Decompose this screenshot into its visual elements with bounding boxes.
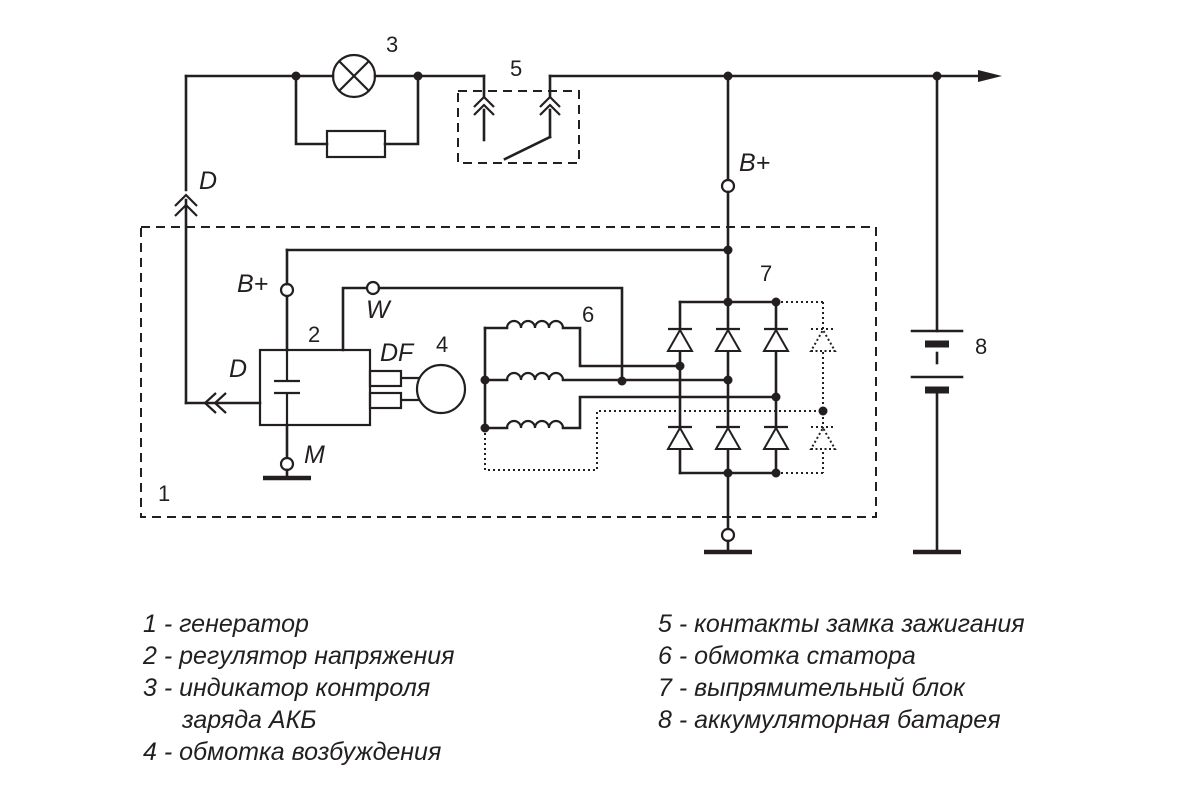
label-d-reg: D — [229, 355, 247, 383]
label-6: 6 — [582, 302, 594, 327]
diode — [666, 425, 694, 450]
legend-item-7: 7 - выпрямительный блок — [658, 674, 966, 702]
top-wire-lamp-branch — [184, 71, 486, 192]
legend-item-3: 3 - индикатор контроля — [143, 674, 430, 702]
b-plus-terminal — [720, 178, 736, 194]
diode — [762, 327, 790, 352]
label-m: M — [304, 441, 325, 469]
diode — [714, 425, 742, 450]
legend-item-8: 8 - аккумуляторная батарея — [658, 706, 1001, 734]
stator-winding — [480, 319, 823, 471]
label-df: DF — [380, 339, 415, 367]
diode — [809, 425, 837, 450]
resistor — [325, 129, 387, 159]
label-w: W — [366, 296, 392, 324]
label-b-plus-reg: B+ — [237, 270, 268, 298]
label-8: 8 — [975, 334, 987, 359]
label-2: 2 — [308, 322, 320, 347]
legend-item-5: 5 - контакты замка зажигания — [658, 610, 1025, 638]
label-5: 5 — [510, 56, 522, 81]
diode — [714, 327, 742, 352]
legend-item-6: 6 - обмотка статора — [658, 642, 916, 670]
legend-item-1: 1 - генератор — [143, 610, 309, 638]
rectifier-block — [666, 297, 837, 555]
diode — [666, 327, 694, 352]
legend: 1 - генератор 2 - регулятор напряжения 3… — [142, 610, 1025, 766]
battery — [910, 329, 964, 555]
label-d-top: D — [199, 167, 217, 195]
excitation-winding — [368, 363, 467, 415]
diode — [762, 425, 790, 450]
positive-bus — [548, 70, 1002, 333]
label-4: 4 — [436, 332, 448, 357]
generator-boundary — [140, 226, 877, 518]
label-1: 1 — [158, 481, 170, 506]
legend-item-4: 4 - обмотка возбуждения — [143, 738, 441, 766]
d-connector-top — [174, 193, 198, 405]
legend-item-2: 2 - регулятор напряжения — [142, 642, 454, 670]
ignition-switch-contacts — [457, 74, 580, 164]
label-3: 3 — [386, 32, 398, 57]
label-7: 7 — [760, 261, 772, 286]
label-b-plus-top: B+ — [739, 149, 770, 177]
voltage-regulator — [184, 245, 733, 481]
charge-indicator-lamp — [331, 53, 377, 99]
legend-item-3-cont: заряда АКБ — [181, 706, 317, 734]
diode — [809, 327, 837, 352]
